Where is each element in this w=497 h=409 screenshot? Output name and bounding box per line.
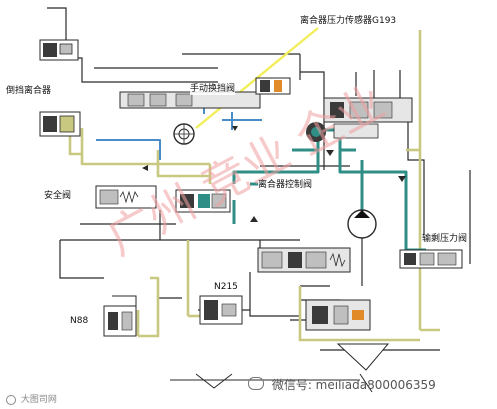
label-manual-valve: 手动换挡阀 [190, 84, 236, 95]
top-right-valve-cluster [306, 97, 413, 142]
label-n215: N215 [214, 282, 238, 293]
label-n88: N88 [70, 316, 89, 327]
wechat-icon [248, 377, 264, 390]
logo-icon [6, 394, 16, 405]
n88-solenoid [103, 295, 137, 337]
label-clutch-control-valve: 离合器控制阀 [258, 180, 313, 191]
middle-slide-valve [257, 247, 351, 273]
wechat-id-text: 微信号: meiliada800006359 [271, 378, 436, 392]
bottom-center-valve [305, 299, 371, 331]
hydraulic-pump [347, 209, 377, 239]
logo-label: 大图司网 [20, 395, 57, 405]
clutch-control-valve [175, 189, 231, 213]
flow-arrows [142, 126, 406, 222]
olive-pressure-lines [68, 30, 440, 342]
safety-valve [95, 185, 157, 209]
reverse-clutch-top [39, 39, 79, 61]
label-safety-valve: 安全阀 [44, 191, 72, 202]
output-pressure-valve [399, 249, 463, 269]
label-reverse-clutch: 倒挡离合器 [6, 86, 52, 97]
manual-valve-block [119, 77, 291, 109]
label-output-pressure-valve: 输剩压力阀 [422, 234, 468, 245]
label-sensor-g193: 离合器压力传感器G193 [300, 16, 397, 27]
wechat-id: 微信号: meiliada800006359 [248, 376, 436, 393]
reverse-clutch-bottom [39, 111, 81, 137]
pressure-sensor-g193 [173, 123, 195, 145]
n215-solenoid [199, 295, 243, 325]
oil-sump [170, 343, 390, 393]
logo-text: 大图司网 [6, 392, 57, 405]
